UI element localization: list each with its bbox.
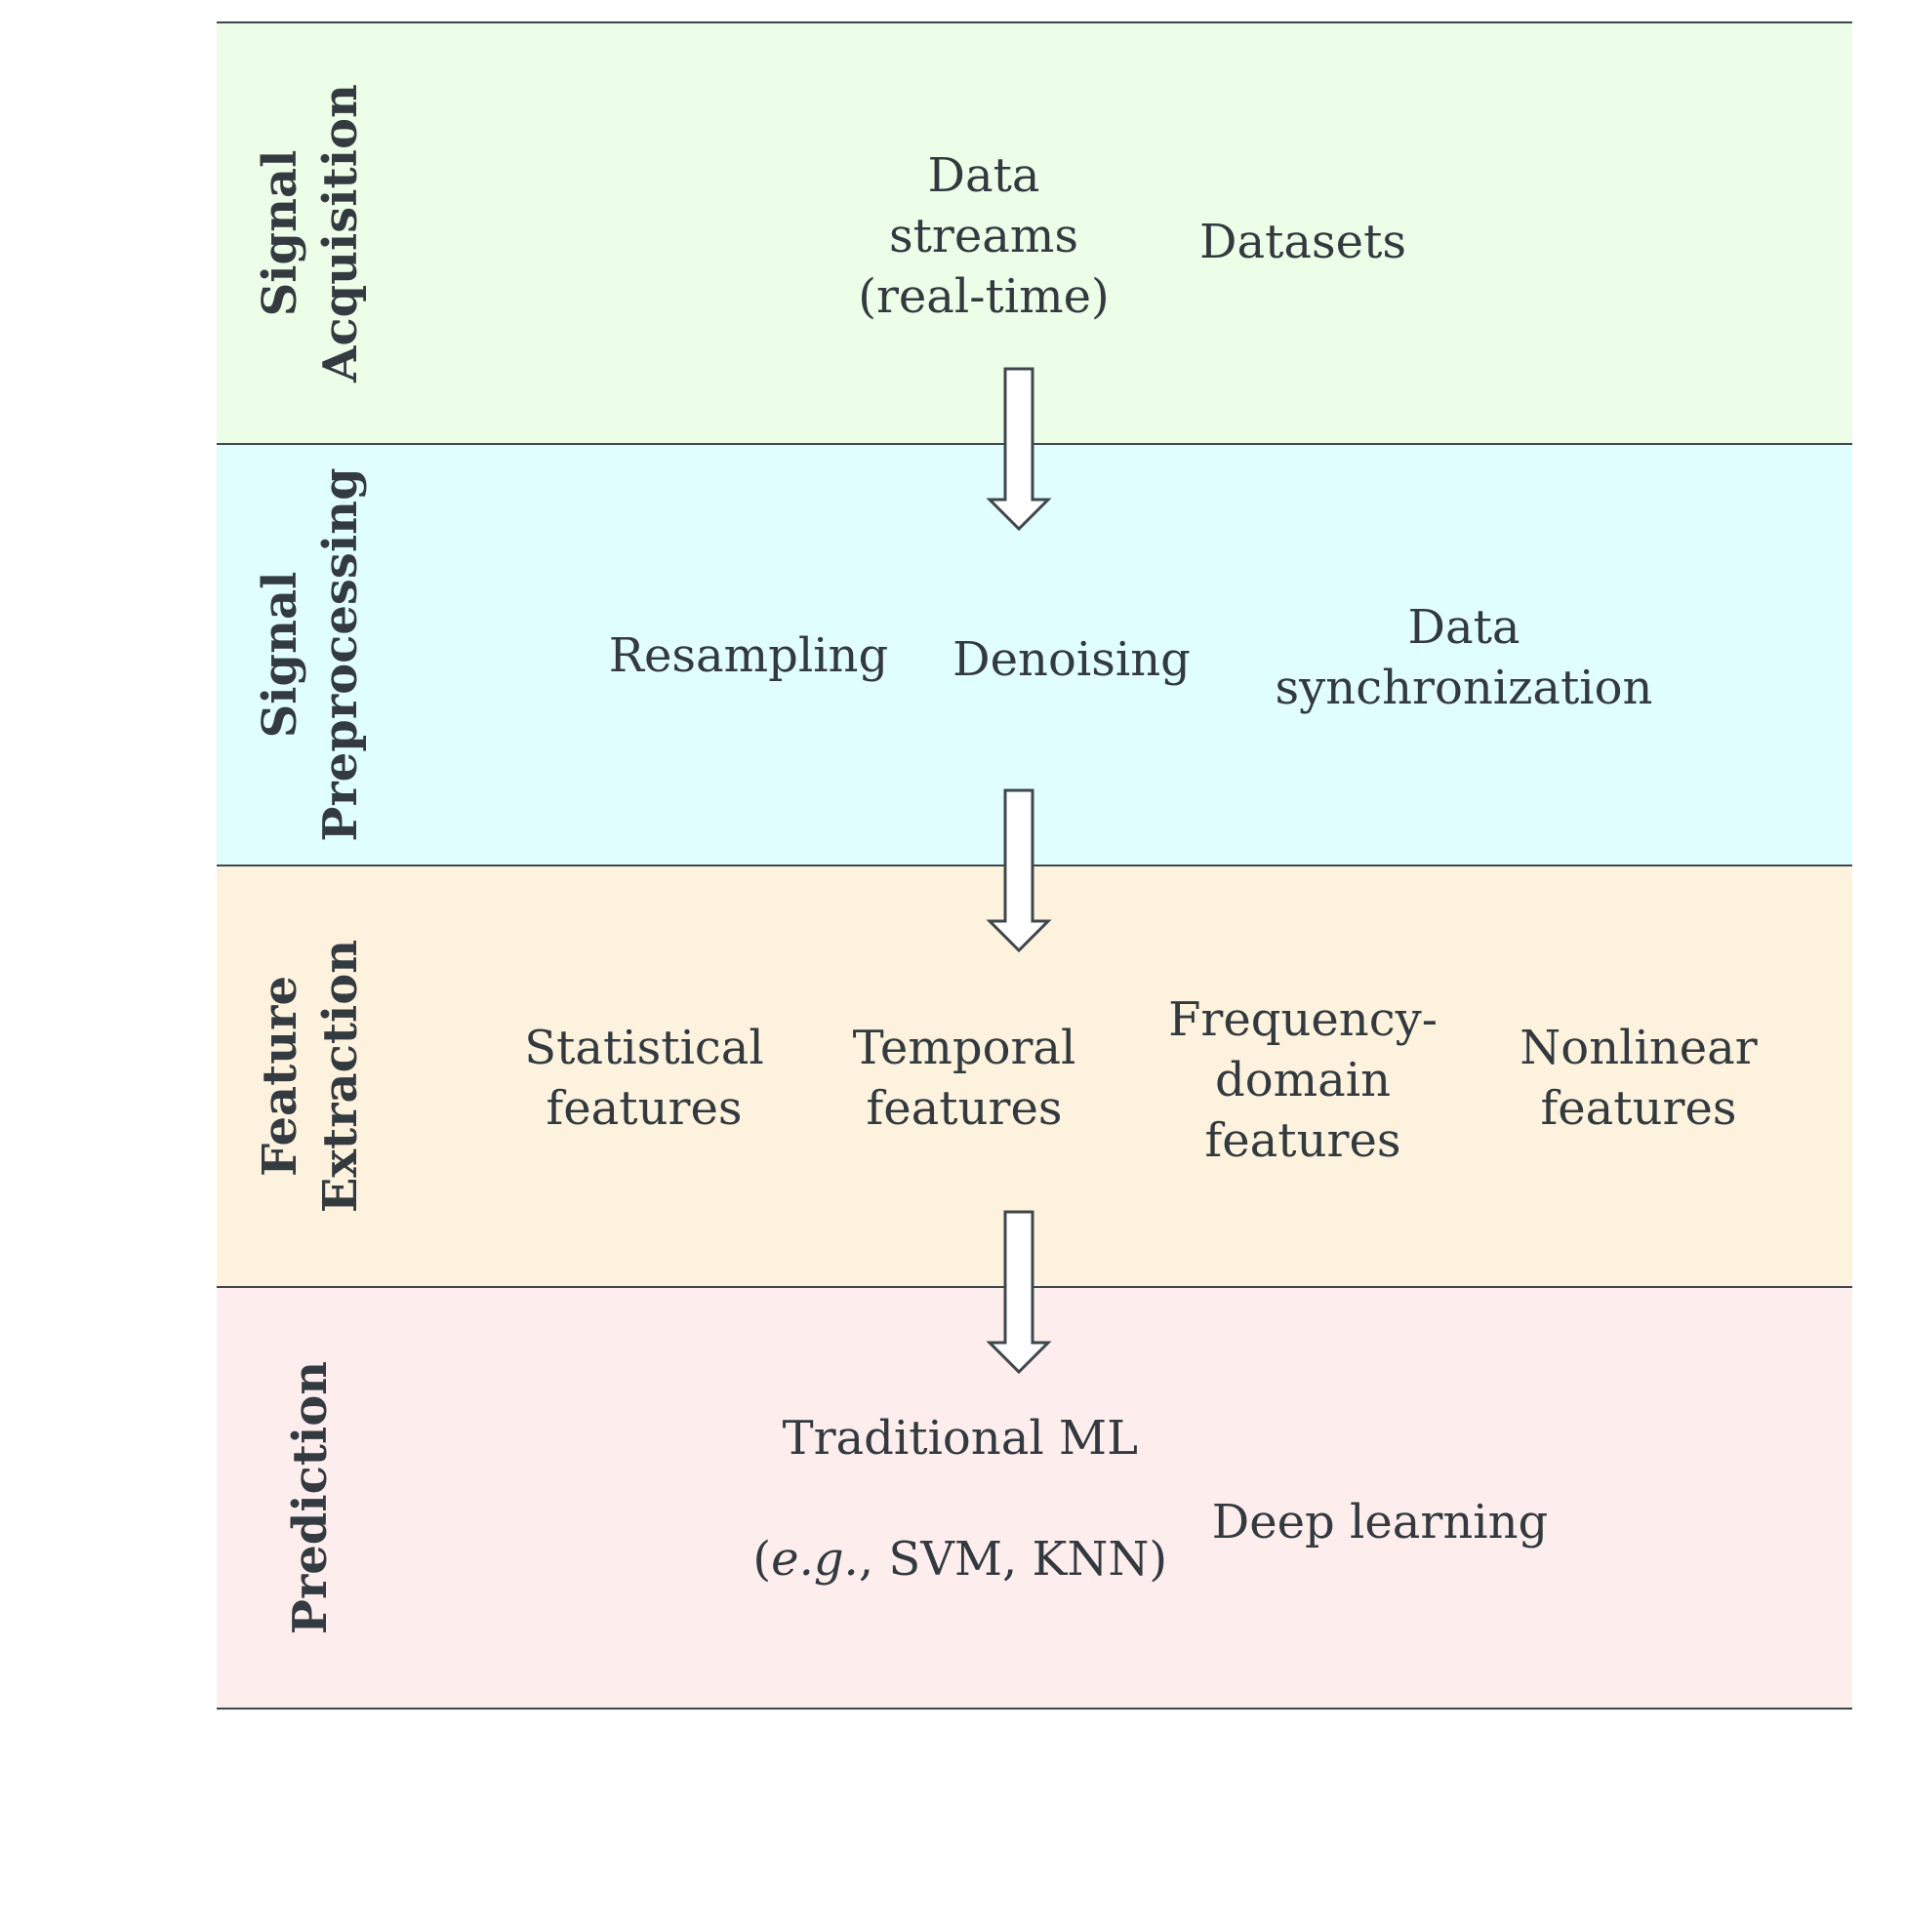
pipeline-diagram: Signal Acquisition Data streams (real-ti… xyxy=(217,21,1852,1711)
stage-label-cell: Signal Preprocessing xyxy=(217,445,404,865)
stage-label: Signal Preprocessing xyxy=(253,467,368,842)
stage-label: Prediction xyxy=(283,1360,338,1635)
stage-label: Signal Acquisition xyxy=(253,84,368,382)
stage-prediction: Prediction Traditional ML (e.g., SVM, KN… xyxy=(217,1286,1852,1710)
item-statistical-features: Statistical features xyxy=(524,1021,764,1136)
item-traditional-ml-examples: (e.g., SVM, KNN) xyxy=(752,1532,1168,1587)
item-traditional-ml-name: Traditional ML xyxy=(782,1411,1138,1466)
stage-signal-acquisition: Signal Acquisition Data streams (real-ti… xyxy=(217,21,1852,443)
item-traditional-ml: Traditional ML (e.g., SVM, KNN) xyxy=(664,1348,1167,1650)
stage-label: Feature Extraction xyxy=(253,939,368,1214)
stage-label-cell: Signal Acquisition xyxy=(217,23,404,443)
eg-abbreviation: e.g. xyxy=(771,1532,859,1587)
stage-label-cell: Prediction xyxy=(217,1288,404,1708)
item-data-streams: Data streams (real-time) xyxy=(858,148,1110,324)
item-frequency-domain-features: Frequency- domain features xyxy=(1168,992,1438,1168)
stage-feature-extraction: Feature Extraction Statistical features … xyxy=(217,865,1852,1286)
stage-label-cell: Feature Extraction xyxy=(217,866,404,1286)
item-resampling: Resampling xyxy=(608,628,889,683)
item-datasets: Datasets xyxy=(1199,215,1406,269)
down-arrow-icon xyxy=(986,1210,1052,1375)
down-arrow-icon xyxy=(986,788,1052,953)
item-denoising: Denoising xyxy=(952,632,1191,687)
item-nonlinear-features: Nonlinear features xyxy=(1520,1021,1758,1136)
item-temporal-features: Temporal features xyxy=(852,1021,1076,1136)
item-data-synchronization: Data synchronization xyxy=(1275,600,1653,715)
item-deep-learning: Deep learning xyxy=(1211,1495,1549,1550)
down-arrow-icon xyxy=(986,367,1052,532)
